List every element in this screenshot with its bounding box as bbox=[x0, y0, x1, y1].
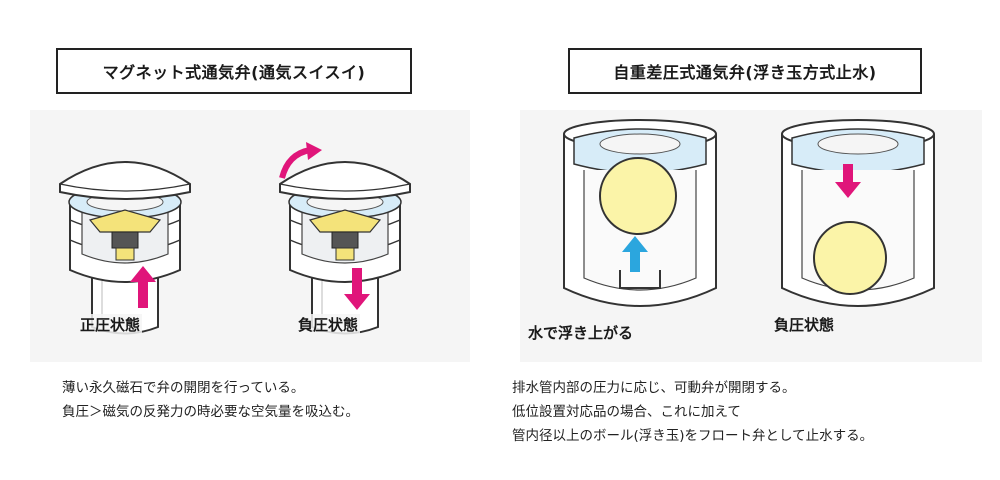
differential-valve-svg bbox=[563, 119, 935, 307]
negative-pressure-ball-valve bbox=[781, 119, 935, 307]
negative-pressure-caption: 負圧状態 bbox=[772, 314, 837, 335]
differential-valve-title: 自重差圧式通気弁(浮き玉方式止水) bbox=[568, 48, 922, 94]
description-line: 管内径以上のボール(浮き玉)をフロート弁として止水する。 bbox=[512, 428, 874, 444]
differential-valve-description: 排水管内部の圧力に応じ、可動弁が開閉する。 低位設置対応品の場合、これに加えて … bbox=[512, 376, 873, 448]
curved-arrow-icon bbox=[279, 147, 311, 179]
description-line: 薄い永久磁石で弁の開閉を行っている。 bbox=[62, 380, 305, 396]
description-line: 低位設置対応品の場合、これに加えて bbox=[512, 404, 741, 420]
floating-ball-valve bbox=[563, 119, 717, 307]
differential-valve-illustration: 水で浮き上がる 負圧状態 bbox=[520, 110, 982, 362]
magnetic-valve-svg bbox=[59, 142, 411, 335]
positive-pressure-caption: 正圧状態 bbox=[78, 314, 143, 335]
blue-up-arrow-icon bbox=[622, 236, 648, 272]
positive-pressure-valve bbox=[59, 161, 191, 335]
down-arrow-icon bbox=[835, 164, 861, 198]
negative-pressure-caption: 負圧状態 bbox=[296, 314, 361, 335]
up-arrow-icon bbox=[130, 266, 156, 308]
negative-pressure-valve bbox=[279, 142, 411, 335]
magnetic-valve-description: 薄い永久磁石で弁の開閉を行っている。 負圧＞磁気の反発力の時必要な空気量を吸込む… bbox=[62, 376, 359, 424]
description-line: 負圧＞磁気の反発力の時必要な空気量を吸込む。 bbox=[62, 404, 359, 420]
description-line: 排水管内部の圧力に応じ、可動弁が開閉する。 bbox=[512, 380, 796, 396]
down-arrow-icon bbox=[344, 268, 370, 310]
magnetic-valve-illustration: 正圧状態 負圧状態 bbox=[30, 110, 470, 362]
floating-caption: 水で浮き上がる bbox=[526, 322, 636, 343]
float-ball-icon bbox=[599, 157, 677, 235]
magnetic-valve-panel: マグネット式通気弁(通気スイスイ) bbox=[30, 48, 470, 424]
differential-valve-panel: 自重差圧式通気弁(浮き玉方式止水) bbox=[500, 0, 1000, 480]
float-ball-icon bbox=[813, 221, 887, 295]
magnetic-valve-title: マグネット式通気弁(通気スイスイ) bbox=[56, 48, 412, 94]
